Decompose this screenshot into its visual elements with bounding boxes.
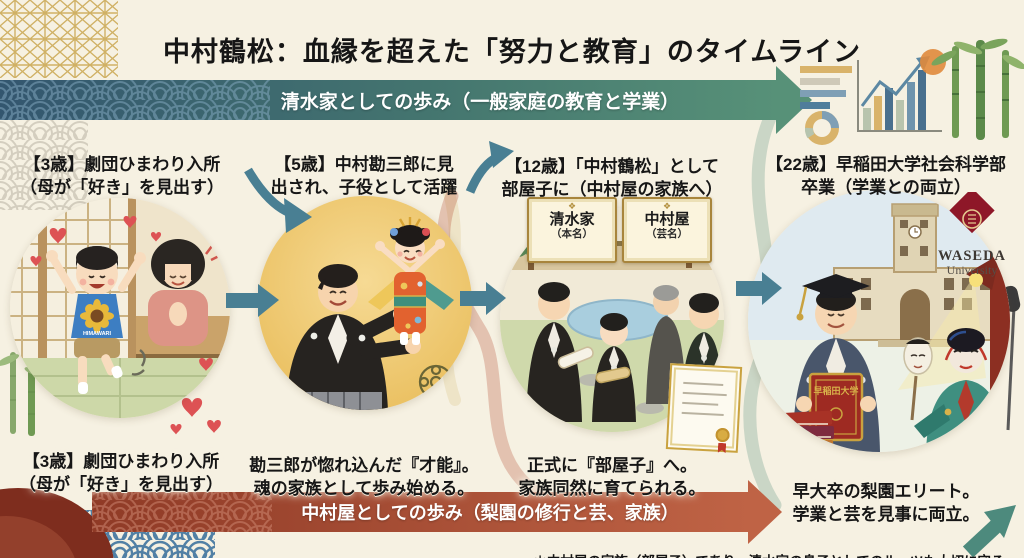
diploma-text: 早稲田大学: [813, 385, 858, 396]
red-corner-blob: [0, 488, 114, 558]
master-figure: [526, 282, 594, 422]
stage-2-illustration: [258, 196, 472, 410]
diploma-icon: 早稲田大学: [796, 372, 876, 442]
plaque-crest-icon: ❖: [567, 201, 577, 211]
stage-4-illustration: 早稲田大学: [748, 190, 1010, 452]
arrow-stage3-to-stage4-icon: [736, 272, 782, 305]
mother-figure: [148, 239, 220, 346]
pine-trees: [507, 216, 715, 270]
family-crest-icon: [418, 364, 454, 400]
boy-heyago-figure: [592, 313, 636, 422]
stage-4-caption: 早大卒の梨園エリート。 学業と芸を見事に両立。: [792, 482, 980, 524]
arrow-stage2-to-stage3-icon: [460, 282, 506, 315]
arrow-curve-into-stage3-icon: [465, 141, 514, 194]
waseda-emblem-icon: [949, 192, 995, 234]
waseda-logo-sub: University: [946, 263, 998, 277]
microphone-icon: [1002, 285, 1021, 431]
stage-3-illustration: [500, 208, 724, 432]
shoji-screen: [10, 198, 142, 358]
top-banner-label: 清水家としての歩み（一般家庭の教育と学業）: [280, 92, 680, 113]
stage-3-caption: 正式に『部屋子』へ。 家族同然に育てられる。: [518, 456, 706, 498]
boy-dancing-scene: HIMAWARI: [10, 198, 230, 418]
stage-curtain: [990, 246, 1010, 416]
bamboo-small-icon: [0, 352, 48, 436]
wave-pattern-gray: [0, 110, 88, 210]
kanzashi-icon: [390, 228, 398, 236]
graduate-figure: 早稲田大学: [792, 274, 880, 452]
stage-1-heading: 【3歳】劇団ひまわり入所 （母が「好き」を見出す）: [20, 155, 224, 197]
sunflower-icon: [80, 299, 114, 333]
bottom-banner-label: 中村屋としての歩み（梨園の修行と芸、家族）: [301, 503, 679, 523]
university-building: [833, 203, 995, 347]
stage-1-illustration: HIMAWARI: [10, 198, 230, 418]
mortarboard-icon: [796, 274, 870, 321]
kanzaburo-figure: [286, 264, 421, 410]
hearts-decor-icon: [160, 218, 221, 435]
stage-1-caption: 【3歳】劇団ひまわり入所 （母が「好き」を見出す）: [19, 452, 223, 494]
boy-figure: HIMAWARI: [46, 246, 146, 394]
waseda-graduation-scene: 早稲田大学: [748, 190, 1010, 452]
arrow-stage1-to-stage2-icon: [226, 284, 279, 317]
plaque-shimizu: ❖ 清水家 （本名）: [527, 197, 617, 263]
page-title: 中村鶴松：血縁を超えた「努力と教育」のタイムライン: [162, 37, 862, 68]
spotlight-icon: [898, 254, 1000, 390]
plaque-crest-icon: ❖: [662, 201, 672, 211]
waseda-logo: WASEDA University: [924, 192, 1020, 277]
noh-mask-icon: [903, 337, 933, 421]
waseda-logo-name: WASEDA: [937, 248, 1007, 264]
stage-2-caption: 勘三郎が惚れ込んだ『才能』。 魂の家族として歩み始める。: [249, 456, 479, 498]
stage-3-heading: 【12歳】「中村鶴松」として 部屋子に（中村屋の家族へ）: [501, 157, 723, 199]
stage-4-heading: 【22歳】早稲田大学社会科学部 卒業（学業との両立）: [766, 155, 1006, 197]
kabuki-actor-figure: [914, 328, 1006, 452]
garden-stones: [547, 353, 694, 414]
stage-2-heading: 【5歳】中村勘三郎に見 出され、子役として活躍: [270, 155, 458, 197]
child-actor-figure: [368, 217, 454, 345]
wave-pattern-navy: [0, 510, 215, 558]
brother-figure: [680, 293, 724, 422]
elder-figure: [646, 285, 686, 404]
footnote: ＊中村屋の家族（部屋子）であり、清水家の息子としてのルーツも大切に守る。: [498, 550, 1018, 558]
shirt-text: HIMAWARI: [83, 331, 112, 337]
hearts-icon: [30, 216, 220, 394]
arrow-curve-into-stage2-icon: [244, 167, 312, 233]
garden-ceremony-scene: [500, 208, 724, 432]
corner-arrow-icon: [962, 505, 1016, 558]
plaque-nakamuraya: ❖ 中村屋 （芸名）: [622, 197, 712, 263]
flow-ribbons: [437, 111, 782, 512]
certificate-icon: [665, 363, 743, 453]
book-stack-icon: [773, 410, 834, 452]
kanzaburo-and-child-scene: [258, 196, 472, 410]
